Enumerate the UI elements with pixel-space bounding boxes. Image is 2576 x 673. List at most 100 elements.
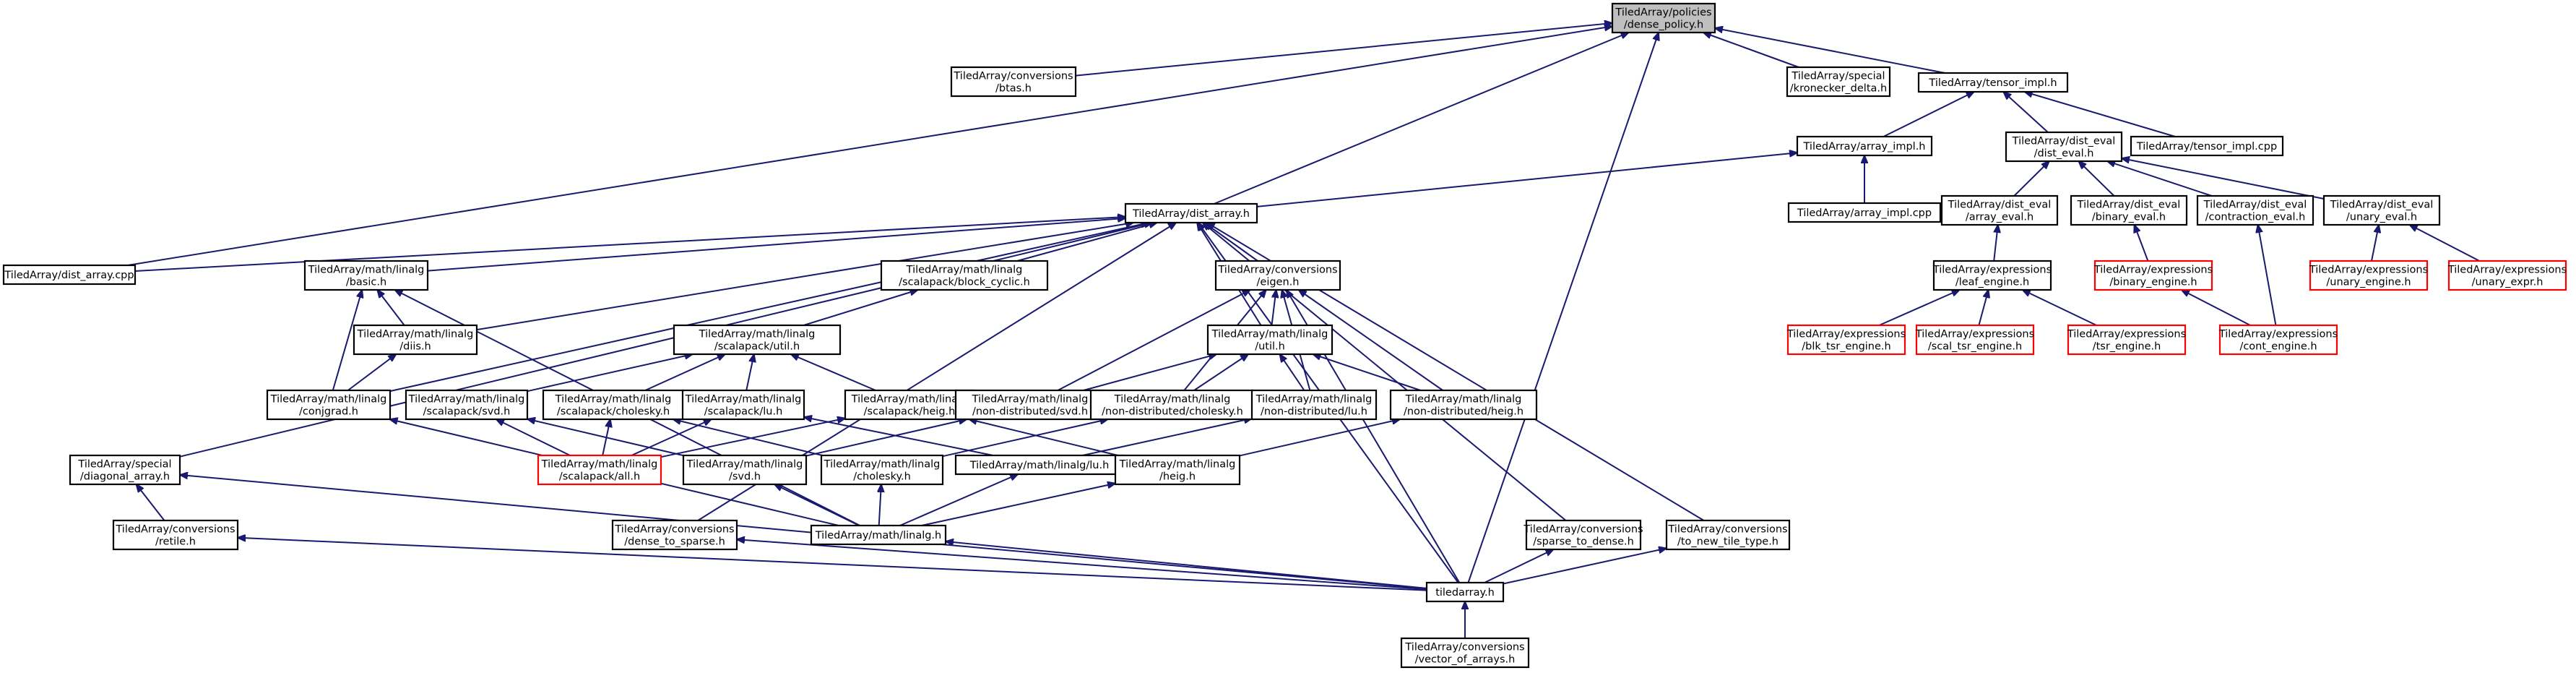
node-nd-svd[interactable]: TiledArray/math/linalg/non-distributed/s… bbox=[954, 389, 1106, 421]
edge-scalapack_util-to-block_cyclic bbox=[803, 290, 917, 326]
node-box bbox=[2196, 194, 2314, 226]
node-blk-tsr-engine[interactable]: TiledArray/expressions/blk_tsr_engine.h bbox=[1786, 324, 1906, 356]
edge-unary_expr-to-unary_eval bbox=[2410, 225, 2480, 262]
node-contraction-eval[interactable]: TiledArray/dist_eval/contraction_eval.h bbox=[2196, 194, 2314, 226]
node-label-line: TiledArray/math/linalg bbox=[686, 459, 803, 471]
node-to-new-tile-type[interactable]: TiledArray/conversions/to_new_tile_type.… bbox=[1665, 519, 1791, 551]
node-linalg-svd[interactable]: TiledArray/math/linalg/svd.h bbox=[682, 454, 808, 486]
node-label-line: TiledArray/conversions bbox=[1404, 642, 1524, 653]
edge-tiledarray_h-to-dense_to_sparse bbox=[737, 539, 1427, 591]
node-label-line: TiledArray/math/linalg bbox=[1405, 394, 1522, 406]
node-scalapack-cholesky[interactable]: TiledArray/math/linalg/scalapack/cholesk… bbox=[542, 389, 685, 421]
node-tiledarray-h[interactable]: tiledarray.h bbox=[1425, 581, 1505, 603]
node-sparse-to-dense[interactable]: TiledArray/conversions/sparse_to_dense.h bbox=[1523, 519, 1643, 551]
edge-scalapack_all-to-scalapack_svd bbox=[496, 419, 571, 456]
node-dense-to-sparse[interactable]: TiledArray/conversions/dense_to_sparse.h bbox=[611, 519, 738, 551]
node-basic[interactable]: TiledArray/math/linalg/basic.h bbox=[303, 260, 429, 291]
node-binary-engine[interactable]: TiledArray/expressions/binary_engine.h bbox=[2093, 260, 2213, 291]
node-conv-eigen[interactable]: TiledArray/conversions/eigen.h bbox=[1214, 260, 1341, 291]
node-linalg-util[interactable]: TiledArray/math/linalg/util.h bbox=[1206, 324, 1334, 356]
edge-linalg_heig-to-scalapack_heig bbox=[969, 419, 1118, 456]
node-label-line: /vector_of_arrays.h bbox=[1415, 654, 1516, 666]
node-dist-eval-h[interactable]: TiledArray/dist_eval/dist_eval.h bbox=[2005, 131, 2123, 163]
node-box bbox=[2067, 324, 2187, 356]
node-scalapack-svd[interactable]: TiledArray/math/linalg/scalapack/svd.h bbox=[405, 389, 529, 421]
node-tsr-engine[interactable]: TiledArray/expressions/tsr_engine.h bbox=[2067, 324, 2187, 356]
node-scalapack-heig[interactable]: TiledArray/math/linalg/scalapack/heig.h bbox=[844, 389, 975, 421]
node-nd-cholesky[interactable]: TiledArray/math/linalg/non-distributed/c… bbox=[1089, 389, 1255, 421]
node-binary-eval[interactable]: TiledArray/dist_eval/binary_eval.h bbox=[2070, 194, 2188, 226]
node-label-line: TiledArray/conversions bbox=[1667, 524, 1787, 536]
node-unary-eval[interactable]: TiledArray/dist_eval/unary_eval.h bbox=[2322, 194, 2441, 226]
node-unary-engine[interactable]: TiledArray/expressions/unary_engine.h bbox=[2309, 260, 2429, 291]
node-vector-of-arrays[interactable]: TiledArray/conversions/vector_of_arrays.… bbox=[1400, 637, 1530, 669]
node-scalapack-all[interactable]: TiledArray/math/linalg/scalapack/all.h bbox=[537, 454, 662, 486]
node-array-impl-h[interactable]: TiledArray/array_impl.h bbox=[1796, 135, 1933, 157]
node-unary-expr[interactable]: TiledArray/expressions/unary_expr.h bbox=[2447, 260, 2567, 291]
edge-tiledarray_h-to-conv_retile bbox=[238, 538, 1427, 591]
node-linalg-cholesky[interactable]: TiledArray/math/linalg/cholesky.h bbox=[820, 454, 944, 486]
node-label-line: TiledArray/conversions bbox=[953, 71, 1073, 82]
edge-dist_eval_h-to-tensor_impl_h bbox=[2003, 92, 2049, 133]
node-nd-lu[interactable]: TiledArray/math/linalg/non-distributed/l… bbox=[1250, 389, 1378, 421]
node-label-line: TiledArray/math/linalg bbox=[1114, 394, 1231, 406]
node-label-line: /scalapack/block_cyclic.h bbox=[899, 277, 1030, 288]
edge-linalg_lu-to-nd_lu bbox=[1082, 419, 1252, 456]
node-array-eval[interactable]: TiledArray/dist_eval/array_eval.h bbox=[1940, 194, 2059, 226]
node-label-line: /scalapack/lu.h bbox=[704, 406, 783, 418]
node-box bbox=[69, 454, 181, 486]
node-cont-engine[interactable]: TiledArray/expressions/cont_engine.h bbox=[2218, 324, 2338, 356]
node-kronecker[interactable]: TiledArray/special/kronecker_delta.h bbox=[1786, 66, 1891, 98]
node-label-line: /non-distributed/cholesky.h bbox=[1102, 406, 1243, 418]
node-dist-array-h[interactable]: TiledArray/dist_array.h bbox=[1124, 202, 1258, 224]
node-array-impl-cpp[interactable]: TiledArray/array_impl.cpp bbox=[1787, 202, 1942, 223]
node-label-line: TiledArray/math/linalg bbox=[699, 329, 816, 340]
node-box bbox=[2005, 131, 2123, 163]
node-label-line: /util.h bbox=[1255, 341, 1285, 353]
node-box bbox=[2309, 260, 2429, 291]
edge-basic-to-dist_array_h bbox=[427, 218, 1125, 272]
node-label-line: /non-distributed/heig.h bbox=[1404, 406, 1523, 418]
node-nd-heig[interactable]: TiledArray/math/linalg/non-distributed/h… bbox=[1389, 389, 1538, 421]
node-linalg-lu[interactable]: TiledArray/math/linalg/lu.h bbox=[954, 454, 1125, 476]
node-block-cyclic[interactable]: TiledArray/math/linalg/scalapack/block_c… bbox=[880, 260, 1049, 291]
node-label-line: TiledArray/math/linalg bbox=[1119, 459, 1236, 471]
edge-cont_engine-to-binary_engine bbox=[2182, 290, 2251, 326]
node-label-line: /array_eval.h bbox=[1966, 212, 2033, 223]
node-scalapack-lu[interactable]: TiledArray/math/linalg/scalapack/lu.h bbox=[681, 389, 805, 421]
node-label-line: TiledArray/dist_array.h bbox=[1132, 208, 1250, 220]
node-label-line: TiledArray/special bbox=[77, 459, 171, 471]
node-conv-btas[interactable]: TiledArray/conversions/btas.h bbox=[950, 66, 1077, 98]
edge-tiledarray_h-to-dense_policy bbox=[1467, 33, 1659, 583]
node-label-line: /unary_eval.h bbox=[2346, 212, 2417, 223]
node-diagonal-array[interactable]: TiledArray/special/diagonal_array.h bbox=[69, 454, 181, 486]
node-label-line: TiledArray/math/linalg.h bbox=[815, 530, 941, 541]
node-leaf-engine[interactable]: TiledArray/expressions/leaf_engine.h bbox=[1932, 260, 2052, 291]
node-linalg-heig[interactable]: TiledArray/math/linalg/heig.h bbox=[1114, 454, 1241, 486]
node-label-line: TiledArray/math/linalg bbox=[357, 329, 474, 340]
edge-unary_eval-to-dist_eval_h bbox=[2122, 158, 2325, 200]
node-label-line: TiledArray/math/linalg bbox=[1211, 329, 1328, 340]
edge-cont_engine-to-contraction_eval bbox=[2258, 225, 2277, 326]
node-box bbox=[673, 324, 842, 356]
node-label-line: TiledArray/math/linalg bbox=[851, 394, 968, 406]
edge-conjgrad-to-dist_h bbox=[347, 354, 397, 391]
edge-scal_tsr_engine-to-leaf_engine bbox=[1978, 290, 1988, 326]
node-dist-array-cpp[interactable]: TiledArray/dist_array.cpp bbox=[2, 264, 137, 286]
node-scal-tsr-engine[interactable]: TiledArray/expressions/scal_tsr_engine.h bbox=[1915, 324, 2034, 356]
node-dist-h[interactable]: TiledArray/math/linalg/diis.h bbox=[353, 324, 478, 356]
node-tensor-impl-cpp[interactable]: TiledArray/tensor_impl.cpp bbox=[2130, 135, 2284, 157]
edge-unary_engine-to-unary_eval bbox=[2371, 225, 2379, 262]
node-linalg-h[interactable]: TiledArray/math/linalg.h bbox=[810, 524, 947, 546]
edge-linalg_svd-to-scalapack_svd bbox=[527, 419, 684, 457]
node-conv-retile[interactable]: TiledArray/conversions/retile.h bbox=[112, 519, 239, 551]
node-conjgrad[interactable]: TiledArray/math/linalg/conjgrad.h bbox=[266, 389, 392, 421]
edge-linalg_cholesky-to-nd_cholesky bbox=[942, 419, 1108, 458]
node-dense-policy[interactable]: TiledArray/policies/dense_policy.h bbox=[1611, 2, 1716, 34]
edge-scalapack_heig-to-scalapack_util bbox=[791, 353, 876, 391]
node-scalapack-util[interactable]: TiledArray/math/linalg/scalapack/util.h bbox=[673, 324, 842, 356]
edge-tsr_engine-to-leaf_engine bbox=[2023, 290, 2097, 326]
node-label-line: /svd.h bbox=[729, 471, 761, 483]
node-label-line: TiledArray/expressions bbox=[1786, 329, 1906, 340]
node-tensor-impl-h[interactable]: TiledArray/tensor_impl.h bbox=[1917, 72, 2069, 93]
